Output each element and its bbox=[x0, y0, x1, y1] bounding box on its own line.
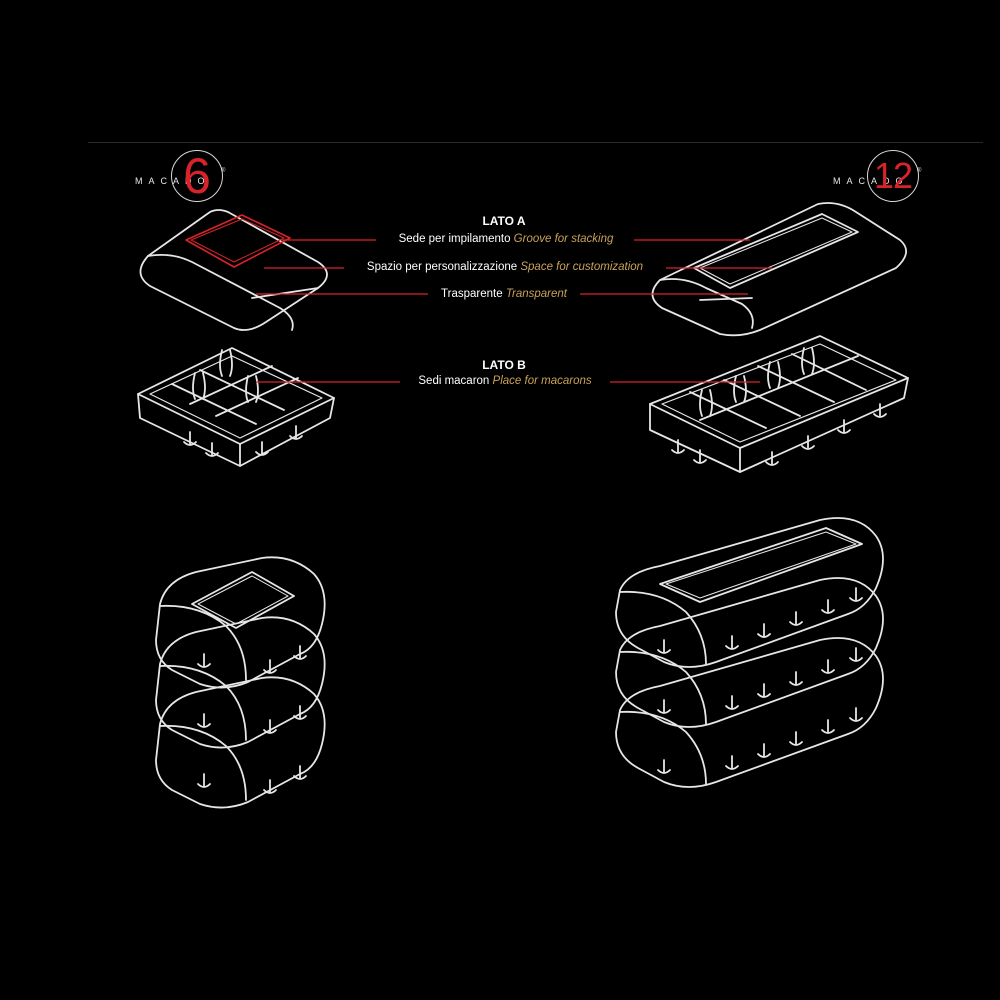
label-macaron-it: Sedi macaron bbox=[418, 375, 490, 387]
stack-12-drawing bbox=[615, 517, 884, 788]
label-place-for-macarons: Sedi macaron Place for macarons bbox=[418, 375, 591, 387]
label-groove-it: Sede per impilamento bbox=[398, 233, 511, 245]
label-groove-en: Groove for stacking bbox=[513, 233, 614, 245]
lid-12-drawing bbox=[651, 202, 907, 337]
logo-6-wordmark: MACADO bbox=[135, 176, 211, 186]
logo-6-circle bbox=[171, 150, 223, 202]
logo-12-registered-mark: ® bbox=[917, 168, 922, 174]
label-transparent: Trasparente Transparent bbox=[441, 288, 567, 300]
leader-lines bbox=[256, 239, 772, 383]
label-transparent-en: Transparent bbox=[505, 288, 567, 300]
logo-6-number: 6 bbox=[183, 148, 211, 204]
tray-12-drawing bbox=[649, 335, 909, 473]
label-macaron-en: Place for macarons bbox=[492, 375, 592, 387]
logo-12-circle bbox=[867, 150, 919, 202]
tray-6-drawing bbox=[137, 347, 335, 467]
side-a-heading: LATO A bbox=[482, 214, 526, 228]
logo-macado-6: MACADO 6 ® bbox=[135, 150, 230, 206]
side-b-heading: LATO B bbox=[482, 358, 526, 372]
stack-6-drawing bbox=[155, 556, 326, 809]
top-divider bbox=[88, 142, 983, 143]
label-transparent-it: Trasparente bbox=[441, 288, 503, 300]
lid-6-drawing bbox=[139, 209, 328, 331]
logo-macado-12: MACADO 12 ® bbox=[833, 150, 928, 206]
logo-6-registered-mark: ® bbox=[221, 168, 226, 174]
label-custom-en: Space for customization bbox=[520, 261, 644, 273]
label-custom-it: Spazio per personalizzazione bbox=[366, 261, 518, 273]
logo-12-number: 12 bbox=[873, 155, 913, 196]
label-groove-for-stacking: Sede per impilamento Groove for stacking bbox=[399, 233, 614, 245]
label-space-for-customization: Spazio per personalizzazione Space for c… bbox=[367, 261, 643, 273]
